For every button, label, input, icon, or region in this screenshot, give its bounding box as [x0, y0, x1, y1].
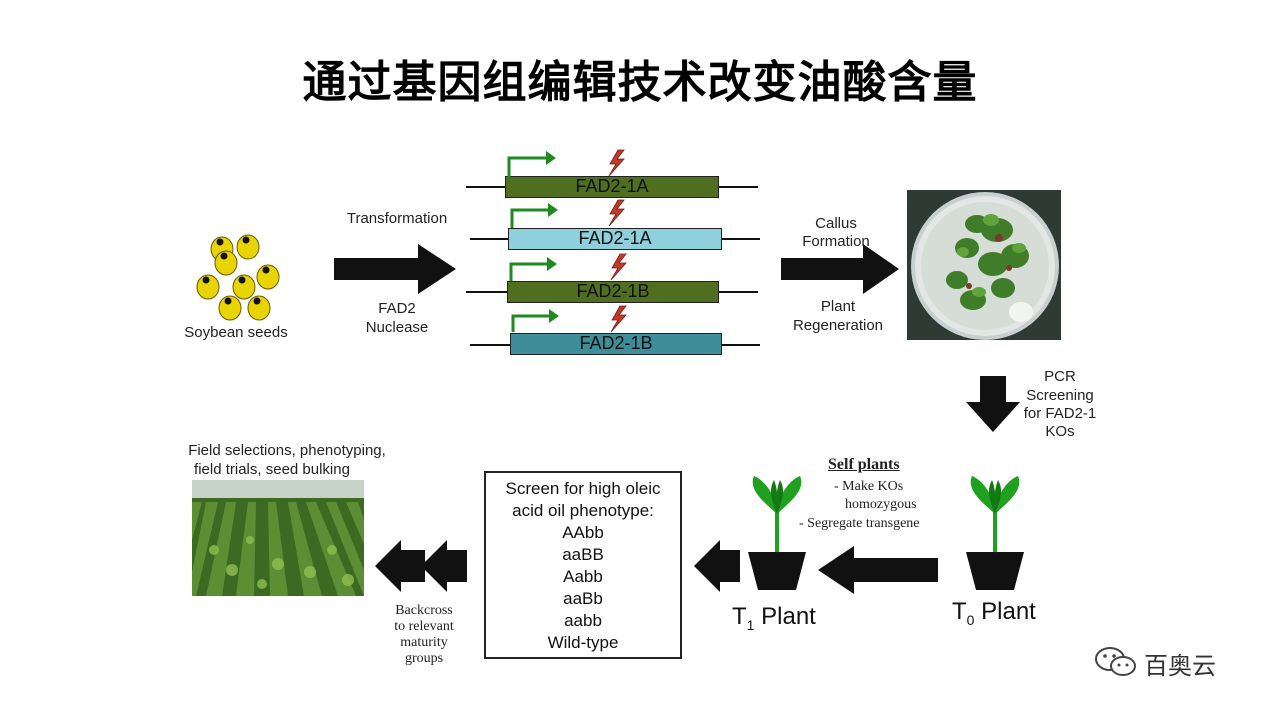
gene-box-fad2-1a: FAD2-1A [505, 176, 719, 198]
left-arrow-icon [694, 540, 740, 592]
seed [256, 264, 280, 290]
genotype-item: aaBb [563, 589, 603, 608]
field-label-line-1: Field selections, phenotyping, [188, 442, 386, 459]
self-plants-item-1: - Make KOs [834, 479, 904, 494]
self-plants-item-2: - Segregate transgene [799, 516, 920, 531]
watermark-text: 百奥云 [1144, 652, 1216, 680]
self-plants-item-1b: homozygous [845, 497, 917, 512]
genotype-item: AAbb [562, 523, 604, 542]
nuclease-label: Nuclease [365, 319, 429, 336]
promoter-arrow-icon [510, 208, 550, 228]
genotype-item: aaBB [562, 545, 604, 564]
formation-label: Formation [802, 233, 870, 250]
left-arrow-icon [818, 546, 938, 594]
soybean-seeds-illustration [196, 234, 280, 321]
seed [218, 295, 242, 321]
lightning-cut-icon [608, 149, 625, 177]
callus-label: Callus [815, 215, 857, 232]
soybean-field-photo [192, 480, 364, 596]
t1-plant-icon [748, 476, 806, 590]
gene-box-fad2-1b: FAD2-1B [510, 333, 722, 355]
petri-dish-photo [907, 190, 1061, 340]
regeneration-label: Regeneration [792, 317, 884, 334]
for-fad2-1-label: for FAD2-1 [1023, 405, 1097, 422]
pcr-label: PCR [1044, 368, 1076, 385]
fad2-label: FAD2 [378, 300, 416, 317]
phenotype-screen-box: Screen for high oleic acid oil phenotype… [484, 471, 682, 659]
wechat-icon [1095, 647, 1136, 676]
screening-label: Screening [1026, 387, 1094, 404]
lightning-cut-icon [610, 253, 627, 281]
genotype-item: Aabb [563, 567, 603, 586]
screen-line: acid oil phenotype: [512, 501, 654, 520]
gene-box-fad2-1b: FAD2-1B [507, 281, 719, 303]
screen-line: Screen for high oleic [505, 479, 661, 498]
double-left-arrow-icon [375, 540, 467, 592]
backcross-label: Backcross to relevant maturity groups [394, 603, 454, 666]
page-title: 通过基因组编辑技术改变油酸含量 [302, 57, 978, 108]
self-plants-title: Self plants [828, 456, 900, 473]
field-label-line-2: field trials, seed bulking [194, 461, 350, 478]
promoter-arrows-and-cut-sites [507, 149, 627, 333]
down-arrow-icon [966, 376, 1020, 432]
promoter-arrow-icon [511, 314, 551, 332]
promoter-arrow-icon [509, 262, 549, 281]
right-arrow-icon [781, 244, 899, 294]
genotype-item: Wild-type [547, 633, 619, 652]
t0-plant-label: T0 Plant [952, 598, 1036, 628]
t1-plant-label: T1 Plant [732, 603, 816, 633]
seed [232, 274, 256, 300]
seed [196, 274, 220, 300]
seed [247, 295, 271, 321]
genotype-item: aabb [564, 611, 602, 630]
gene-box-fad2-1a: FAD2-1A [508, 228, 722, 250]
seed [236, 234, 260, 260]
transformation-label: Transformation [346, 210, 448, 227]
kos-label: KOs [1045, 423, 1075, 440]
seed [214, 250, 238, 276]
t0-plant-icon [966, 476, 1024, 590]
lightning-cut-icon [608, 199, 625, 227]
plant-label: Plant [820, 298, 856, 315]
soybean-seeds-label: Soybean seeds [184, 324, 288, 341]
promoter-arrow-icon [507, 156, 548, 178]
right-arrow-icon [334, 244, 456, 294]
lightning-cut-icon [610, 305, 627, 333]
